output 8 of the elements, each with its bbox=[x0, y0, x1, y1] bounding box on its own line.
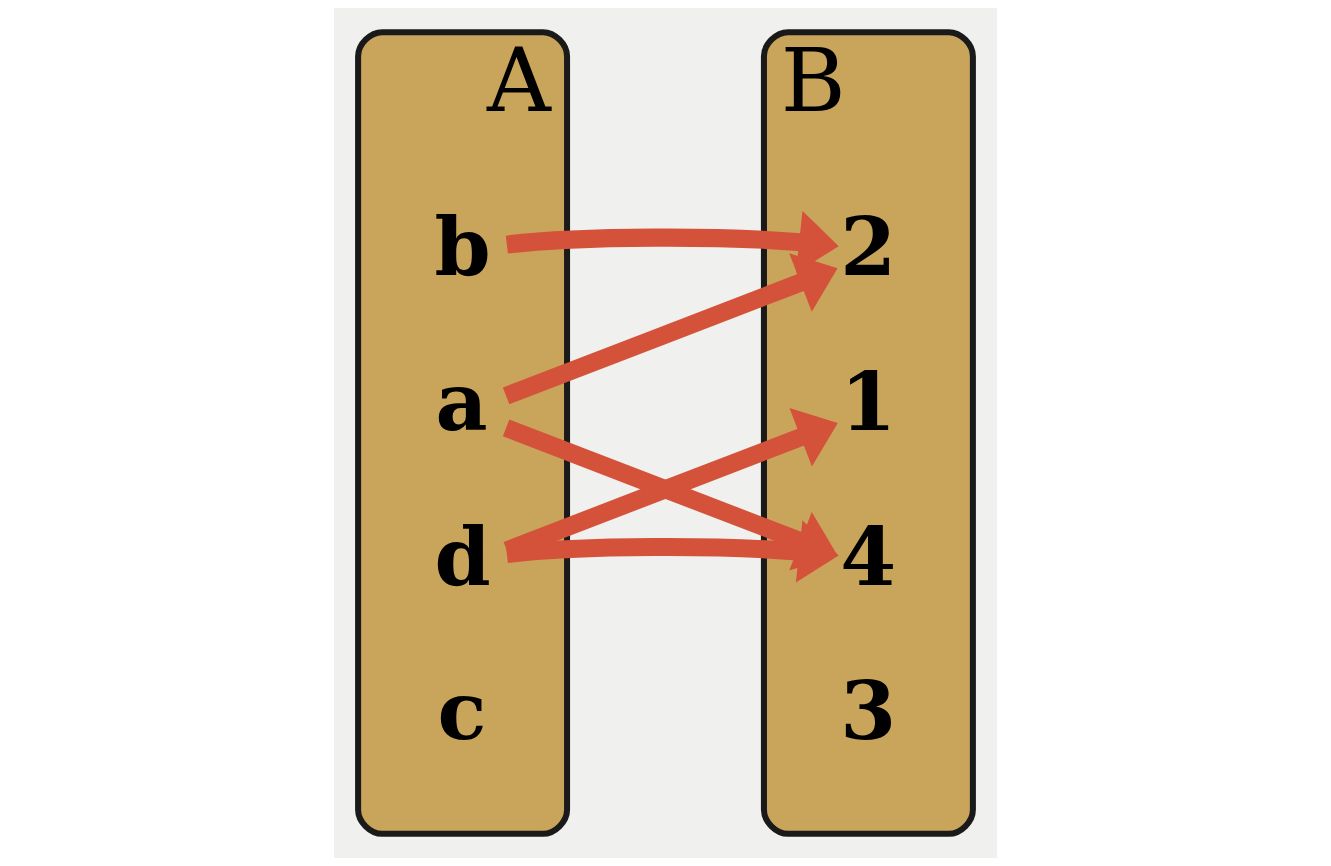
node-text: c bbox=[437, 664, 487, 759]
node-text: d bbox=[434, 509, 491, 604]
node-text: 1 bbox=[840, 354, 897, 449]
node-text: 2 bbox=[840, 200, 897, 295]
node-text: 4 bbox=[840, 509, 897, 604]
node-text: 3 bbox=[840, 664, 897, 759]
node-text: b bbox=[434, 200, 491, 295]
node-text: a bbox=[435, 354, 488, 449]
